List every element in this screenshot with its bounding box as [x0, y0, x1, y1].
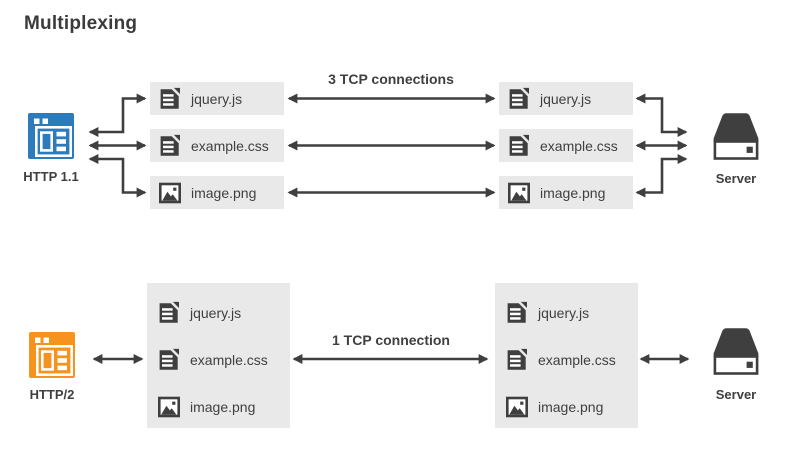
- arrow-image-server: [635, 154, 688, 198]
- file-box-css-right: example.css: [499, 129, 633, 162]
- document-icon: [157, 301, 181, 325]
- file-box-image-left: image.png: [150, 176, 284, 209]
- file-row-css: example.css: [505, 343, 638, 376]
- server-icon: [710, 327, 762, 378]
- image-icon: [507, 181, 531, 205]
- client-label-http11: HTTP 1.1: [23, 169, 79, 184]
- connection-label-http11: 3 TCP connections: [328, 71, 454, 87]
- browser-window-icon: [28, 113, 74, 159]
- file-name: jquery.js: [538, 304, 590, 321]
- page-title: Multiplexing: [24, 13, 138, 34]
- file-row-image: image.png: [505, 390, 638, 423]
- file-box-jquery-left: jquery.js: [150, 82, 284, 115]
- file-row-css: example.css: [157, 343, 290, 376]
- file-name: example.css: [540, 137, 618, 154]
- file-name: jquery.js: [540, 90, 592, 107]
- file-row-image: image.png: [157, 390, 290, 423]
- arrow-client-jquery: [88, 93, 147, 137]
- file-name: image.png: [540, 184, 606, 201]
- server-icon: [710, 112, 762, 163]
- file-group-panel-right: jquery.js example.css image.png: [495, 283, 638, 428]
- server-label-http2: Server: [715, 387, 757, 402]
- file-name: image.png: [191, 184, 257, 201]
- document-icon: [157, 348, 181, 372]
- connection-label-http2: 1 TCP connection: [332, 332, 450, 348]
- arrow-client-image: [88, 154, 147, 198]
- document-icon: [158, 87, 182, 111]
- image-icon: [157, 395, 181, 419]
- file-row-jquery: jquery.js: [157, 296, 290, 329]
- image-icon: [158, 181, 182, 205]
- document-icon: [505, 301, 529, 325]
- document-icon: [505, 348, 529, 372]
- file-name: image.png: [538, 398, 604, 415]
- file-box-image-right: image.png: [499, 176, 633, 209]
- file-name: example.css: [538, 351, 616, 368]
- file-name: example.css: [190, 351, 268, 368]
- image-icon: [505, 395, 529, 419]
- document-icon: [507, 134, 531, 158]
- browser-window-icon: [29, 332, 75, 378]
- file-name: jquery.js: [190, 304, 242, 321]
- file-box-jquery-right: jquery.js: [499, 82, 633, 115]
- document-icon: [507, 87, 531, 111]
- client-label-http2: HTTP/2: [29, 387, 75, 402]
- file-name: image.png: [190, 398, 256, 415]
- file-name: jquery.js: [191, 90, 243, 107]
- server-label-http11: Server: [715, 171, 757, 186]
- file-row-jquery: jquery.js: [505, 296, 638, 329]
- file-name: example.css: [191, 137, 269, 154]
- file-group-panel-left: jquery.js example.css image.png: [147, 283, 290, 428]
- arrow-jquery-server: [635, 93, 688, 137]
- file-box-css-left: example.css: [150, 129, 284, 162]
- document-icon: [158, 134, 182, 158]
